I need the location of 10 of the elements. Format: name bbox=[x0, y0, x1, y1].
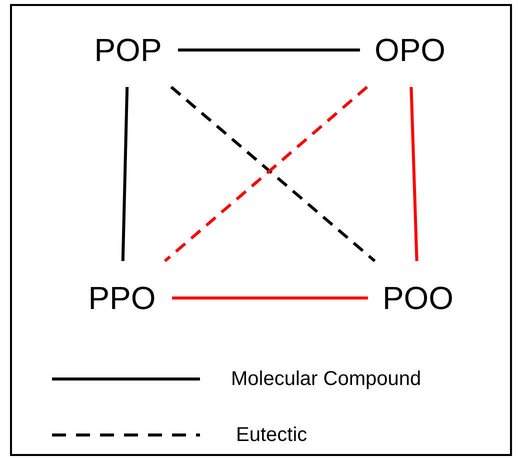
connector-line bbox=[410, 86, 418, 262]
legend-label: Molecular Compound bbox=[231, 367, 422, 392]
connector-line bbox=[172, 296, 368, 300]
node-label: POP bbox=[94, 34, 162, 66]
connector-line bbox=[121, 86, 129, 262]
node-label: OPO bbox=[374, 34, 446, 66]
connector-line bbox=[178, 48, 360, 52]
node-label: POO bbox=[382, 282, 454, 314]
legend-label: Eutectic bbox=[236, 423, 308, 448]
node-label: PPO bbox=[88, 282, 156, 314]
